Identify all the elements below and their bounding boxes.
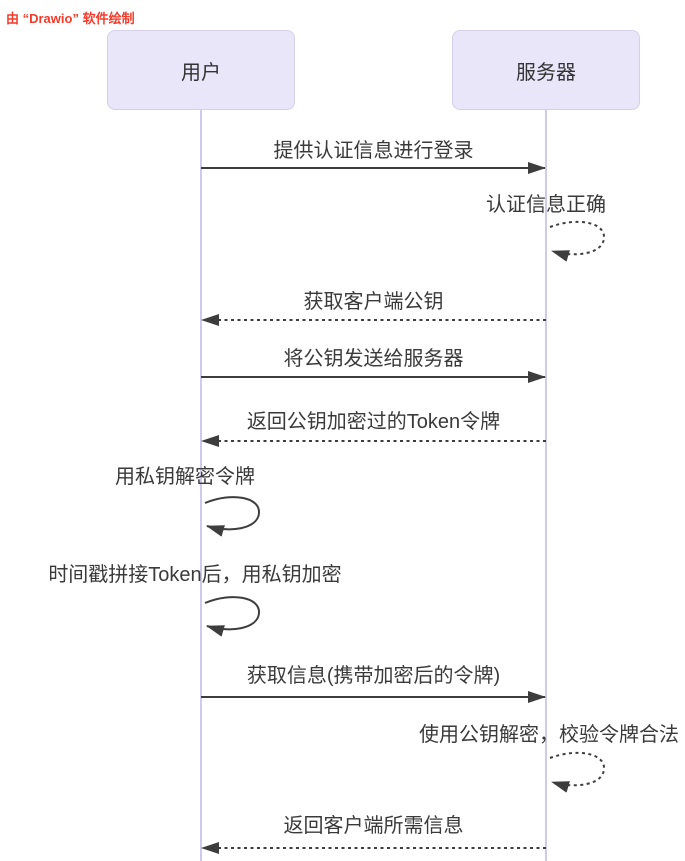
msg-1-label: 提供认证信息进行登录	[273, 140, 474, 162]
msg-9-label: 使用公钥解密，校验令牌合法	[419, 724, 679, 746]
msg-2-label: 认证信息正确	[486, 194, 606, 216]
msg-7-label: 时间戳拼接Token后，用私钥加密	[48, 564, 342, 586]
msg-5-label: 返回公钥加密过的Token令牌	[246, 411, 501, 433]
actor-server-label: 服务器	[516, 61, 576, 84]
msg-7-self-loop	[204, 596, 261, 637]
msg-6-label: 用私钥解密令牌	[115, 466, 255, 488]
actor-user-box: 用户	[107, 30, 295, 110]
msg-2-self-loop	[549, 220, 606, 262]
actor-user-label: 用户	[181, 61, 221, 84]
msg-8-label: 获取信息(携带加密后的令牌)	[246, 665, 501, 687]
msg-10-label: 返回客户端所需信息	[283, 815, 464, 837]
actor-server-box: 服务器	[452, 30, 640, 110]
msg-6-self-loop	[204, 496, 261, 537]
msg-4-label: 将公钥发送给服务器	[283, 348, 464, 370]
msg-9-self-loop	[549, 751, 606, 793]
drawio-watermark: 由 “Drawio” 软件绘制	[6, 11, 135, 26]
msg-3-label: 获取客户端公钥	[303, 291, 444, 313]
